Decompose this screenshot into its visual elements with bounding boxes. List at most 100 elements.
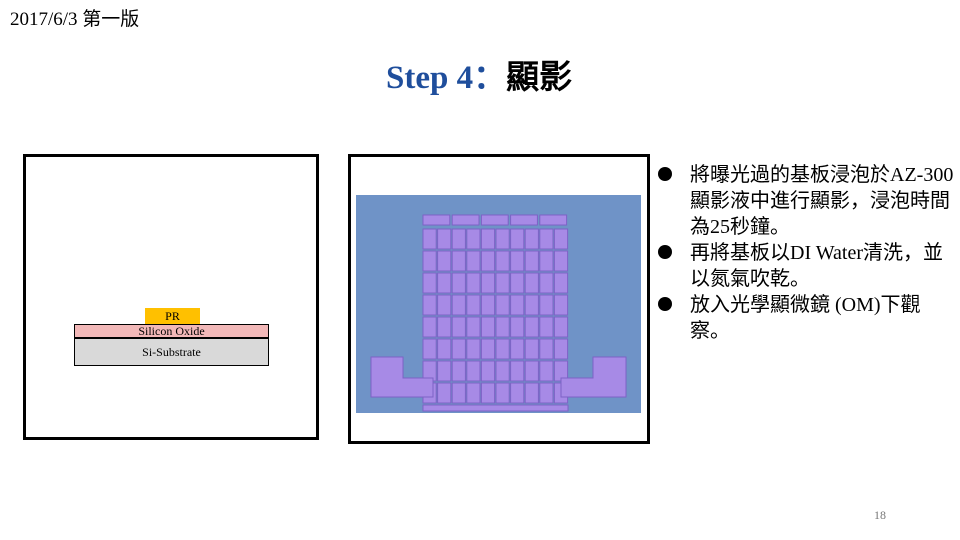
pattern-pad: [496, 383, 509, 403]
bullet-item: 將曝光過的基板浸泡於AZ-300顯影液中進行顯影，浸泡時間為25秒鐘。: [658, 162, 958, 240]
pattern-top-bar: [452, 215, 479, 225]
pattern-pad: [452, 339, 465, 359]
pattern-pad: [438, 317, 451, 337]
pattern-pad: [525, 229, 538, 249]
title-colon: ：: [473, 60, 506, 96]
pattern-pad: [496, 295, 509, 315]
pattern-pad: [467, 295, 480, 315]
pattern-pad: [511, 339, 524, 359]
pattern-pad: [525, 317, 538, 337]
pattern-pad: [540, 383, 553, 403]
pattern-pad: [452, 273, 465, 293]
pattern-pad: [452, 229, 465, 249]
pattern-pad: [467, 229, 480, 249]
pattern-top-bar: [423, 215, 450, 225]
pattern-pad: [525, 251, 538, 271]
page-number: 18: [874, 508, 886, 523]
bullet-text: 再將基板以DI Water清洗，並以氮氣吹乾。: [690, 242, 943, 290]
developed-pattern: [356, 195, 641, 413]
pattern-pad: [423, 317, 436, 337]
pattern-pad: [481, 339, 494, 359]
pattern-pad: [525, 295, 538, 315]
pattern-pad: [481, 251, 494, 271]
silicon-oxide-layer: Silicon Oxide: [74, 324, 269, 338]
pattern-pad: [467, 273, 480, 293]
pattern-pad: [452, 383, 465, 403]
pattern-pad: [511, 251, 524, 271]
pattern-pad: [554, 317, 567, 337]
bullet-dot-icon: [658, 167, 672, 181]
pattern-bottom-bar: [423, 405, 568, 411]
pattern-pad: [511, 361, 524, 381]
bullet-dot-icon: [658, 245, 672, 259]
pattern-pad: [511, 229, 524, 249]
pattern-pad: [496, 339, 509, 359]
title-step: Step 4: [386, 60, 473, 96]
microscope-image: [356, 195, 641, 413]
pattern-pad: [554, 229, 567, 249]
pattern-pad: [496, 229, 509, 249]
pattern-pad: [525, 361, 538, 381]
pattern-pad: [438, 383, 451, 403]
pattern-pad: [438, 339, 451, 359]
pattern-pad: [540, 361, 553, 381]
pattern-pad: [438, 361, 451, 381]
header-date: 2017/6/3 第一版: [10, 8, 139, 32]
pattern-pad: [554, 295, 567, 315]
pattern-pad: [481, 229, 494, 249]
pattern-pad: [511, 383, 524, 403]
bullet-item: 再將基板以DI Water清洗，並以氮氣吹乾。: [658, 240, 958, 292]
pattern-pad: [481, 383, 494, 403]
pattern-pad: [496, 251, 509, 271]
bullet-list: 將曝光過的基板浸泡於AZ-300顯影液中進行顯影，浸泡時間為25秒鐘。 再將基板…: [658, 162, 958, 344]
pattern-pad: [540, 273, 553, 293]
pattern-pad: [540, 229, 553, 249]
pattern-pad: [511, 273, 524, 293]
bullet-text: 將曝光過的基板浸泡於AZ-300顯影液中進行顯影，浸泡時間為25秒鐘。: [690, 164, 953, 238]
pattern-pad: [511, 317, 524, 337]
pattern-top-bar: [540, 215, 567, 225]
pattern-pad: [452, 317, 465, 337]
pattern-pad: [525, 383, 538, 403]
pattern-pad: [540, 339, 553, 359]
pattern-pad: [481, 361, 494, 381]
bullet-item: 放入光學顯微鏡 (OM)下觀察。: [658, 292, 958, 344]
bullet-dot-icon: [658, 297, 672, 311]
pattern-pad: [496, 317, 509, 337]
pattern-pad: [496, 361, 509, 381]
pattern-pad: [540, 251, 553, 271]
pattern-pad: [525, 339, 538, 359]
pattern-top-bar: [511, 215, 538, 225]
pattern-pad: [438, 251, 451, 271]
pattern-pad: [467, 317, 480, 337]
slide-title: Step 4：顯影: [386, 56, 572, 100]
pattern-pad: [452, 361, 465, 381]
pattern-pad: [554, 251, 567, 271]
pattern-pad: [438, 229, 451, 249]
pattern-pad: [423, 273, 436, 293]
pattern-pad: [467, 361, 480, 381]
si-substrate-layer: Si-Substrate: [74, 338, 269, 366]
pattern-pad: [554, 273, 567, 293]
pattern-pad: [467, 339, 480, 359]
pattern-pad: [452, 295, 465, 315]
cross-section-diagram: PR Silicon Oxide Si-Substrate: [23, 154, 319, 440]
pattern-pad: [525, 273, 538, 293]
microscope-image-frame: [348, 154, 650, 444]
pattern-pad: [423, 229, 436, 249]
pattern-pad: [554, 339, 567, 359]
pattern-pad: [423, 295, 436, 315]
pattern-pad: [423, 339, 436, 359]
pattern-pad: [540, 295, 553, 315]
pattern-pad: [438, 273, 451, 293]
pattern-pad: [496, 273, 509, 293]
pattern-pad: [481, 317, 494, 337]
pattern-pad: [481, 295, 494, 315]
pattern-pad: [438, 295, 451, 315]
title-name: 顯影: [506, 60, 572, 96]
pattern-right-pad: [561, 357, 626, 397]
pattern-pad: [511, 295, 524, 315]
pattern-pad: [481, 273, 494, 293]
pattern-pad: [467, 383, 480, 403]
bullet-text: 放入光學顯微鏡 (OM)下觀察。: [690, 294, 921, 342]
